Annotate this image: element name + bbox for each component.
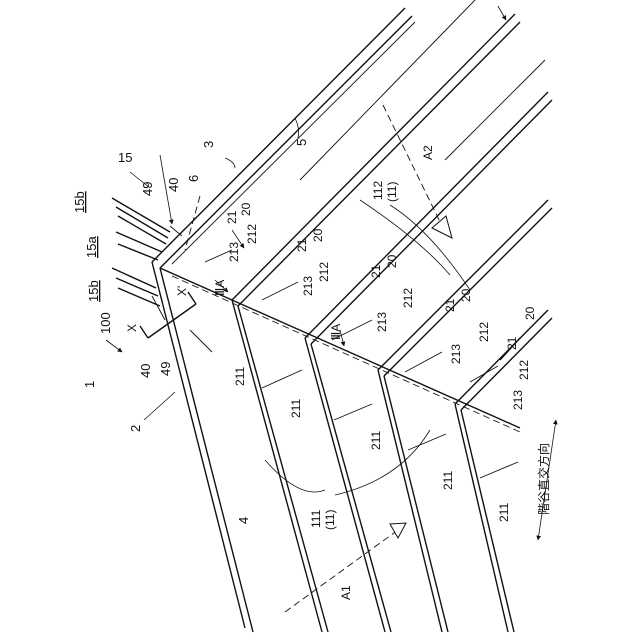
label-212-d: 212 bbox=[477, 322, 491, 342]
direction-label: 階谷直交方向 bbox=[536, 443, 551, 515]
top-arrow bbox=[498, 6, 506, 20]
label-20-c: 20 bbox=[385, 254, 399, 268]
label-20-b: 20 bbox=[311, 228, 325, 242]
label-21-a: 21 bbox=[225, 210, 239, 224]
label-21-b: 21 bbox=[295, 238, 309, 252]
label-213-a: 213 bbox=[227, 242, 241, 262]
label-212-a: 212 bbox=[245, 224, 259, 244]
label-15b-top: 15b bbox=[72, 191, 87, 213]
label-212-b: 212 bbox=[317, 262, 331, 282]
label-213-e: 213 bbox=[511, 390, 525, 410]
label-15: 15 bbox=[118, 150, 132, 165]
label-iiia-2: ⅢA bbox=[329, 324, 343, 340]
label-20-e: 20 bbox=[523, 306, 537, 320]
label-100: 100 bbox=[98, 312, 113, 334]
label-11-bottom: (11) bbox=[323, 510, 337, 530]
label-212-c: 212 bbox=[401, 288, 415, 308]
leader-lines bbox=[130, 118, 470, 495]
label-211-2: 211 bbox=[289, 399, 303, 418]
label-15a: 15a bbox=[84, 236, 99, 258]
label-5: 5 bbox=[294, 139, 309, 146]
label-11-top: (11) bbox=[385, 182, 399, 202]
label-2: 2 bbox=[128, 425, 143, 432]
label-iiia-1: ⅢA bbox=[213, 280, 227, 296]
label-49-bottom: 49 bbox=[158, 362, 173, 376]
label-211-4: 211 bbox=[441, 471, 455, 490]
label-211-5: 211 bbox=[497, 503, 511, 522]
label-49-top: 49 bbox=[140, 182, 155, 196]
label-213-d: 213 bbox=[449, 344, 463, 364]
label-4: 4 bbox=[236, 517, 251, 524]
label-x: X bbox=[125, 324, 139, 332]
label-15b-bottom: 15b bbox=[86, 280, 101, 302]
label-3: 3 bbox=[201, 141, 216, 148]
label-20-d: 20 bbox=[459, 288, 473, 302]
labels: 15 15b 15a 15b 49 40 6 3 5 1 100 2 4 X X… bbox=[72, 139, 551, 600]
label-211-1: 211 bbox=[233, 367, 247, 386]
label-6: 6 bbox=[186, 175, 201, 182]
arrow-a2-shaft bbox=[383, 105, 445, 232]
label-21-c: 21 bbox=[369, 264, 383, 278]
label-112: 112 bbox=[371, 181, 385, 200]
label-20-a: 20 bbox=[239, 202, 253, 216]
label-211-3: 211 bbox=[369, 431, 383, 450]
structure-lines bbox=[112, 0, 552, 632]
label-21-e: 21 bbox=[505, 336, 519, 350]
label-a1: A1 bbox=[339, 585, 353, 600]
label-213-c: 213 bbox=[375, 312, 389, 332]
label-213-b: 213 bbox=[301, 276, 315, 296]
label-111: 111 bbox=[309, 509, 323, 528]
arrow-a1-head bbox=[390, 523, 406, 538]
label-212-e: 212 bbox=[517, 360, 531, 380]
label-1: 1 bbox=[82, 381, 97, 388]
label-40-top: 40 bbox=[166, 178, 181, 192]
label-x-prime: X' bbox=[175, 286, 189, 296]
label-21-d: 21 bbox=[443, 298, 457, 312]
label-40-bottom: 40 bbox=[138, 364, 153, 378]
label-a2: A2 bbox=[421, 145, 435, 160]
